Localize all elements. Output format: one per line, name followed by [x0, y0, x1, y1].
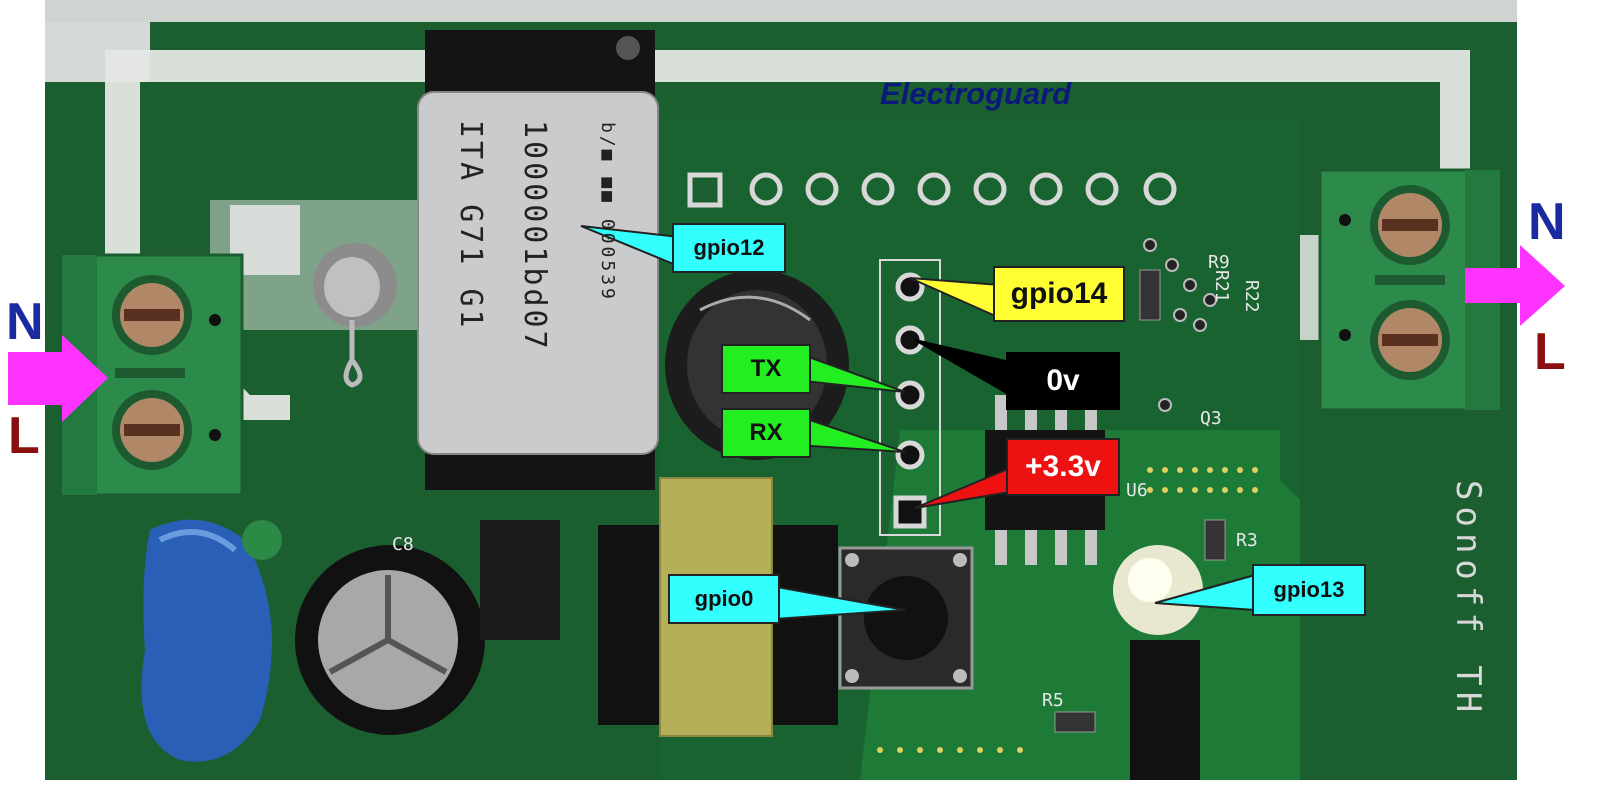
relay	[417, 30, 659, 490]
right-neutral-label: N	[1528, 193, 1566, 251]
blue-capacitor	[141, 519, 272, 762]
inductor	[598, 477, 838, 737]
serial-header-pins	[893, 272, 927, 529]
push-button	[838, 546, 974, 690]
gpio14-callout: gpio14	[993, 266, 1125, 322]
gpio12-callout: gpio12	[672, 223, 786, 273]
right-live-label: L	[1534, 323, 1566, 381]
relay-marking-line2: 1000001bd07	[517, 120, 552, 352]
right-arrow	[1465, 245, 1565, 326]
rx-callout: RX	[721, 408, 811, 458]
capacitor-c8	[295, 545, 485, 735]
silk-c8: C8	[392, 534, 414, 555]
board-name: Sonoff TH	[1448, 480, 1488, 719]
brand-title: Electroguard	[880, 76, 1072, 111]
relay-marking-line1: ITA G71 G1	[453, 120, 488, 331]
silk-r3: R3	[1236, 530, 1258, 551]
silk-r9: R9	[1208, 252, 1230, 273]
relay-marking-line3: b/■ ■■ 000539	[597, 122, 618, 302]
zero-v-callout: 0v	[1006, 352, 1120, 410]
diode	[313, 243, 397, 388]
tx-callout: TX	[721, 344, 811, 394]
gpio0-callout: gpio0	[668, 574, 780, 624]
silk-r22: R22	[1241, 280, 1262, 313]
silk-r21: R21	[1211, 270, 1232, 303]
led	[1113, 545, 1203, 780]
left-arrow	[8, 335, 108, 422]
silk-q3: Q3	[1200, 408, 1222, 429]
silk-u6: U6	[1126, 480, 1148, 501]
silk-r5: R5	[1042, 690, 1064, 711]
gpio13-callout: gpio13	[1252, 564, 1366, 616]
v33-callout: +3.3v	[1006, 438, 1120, 496]
left-neutral-label: N	[6, 293, 44, 351]
left-live-label: L	[8, 407, 40, 465]
header-pin-row	[687, 172, 1177, 208]
